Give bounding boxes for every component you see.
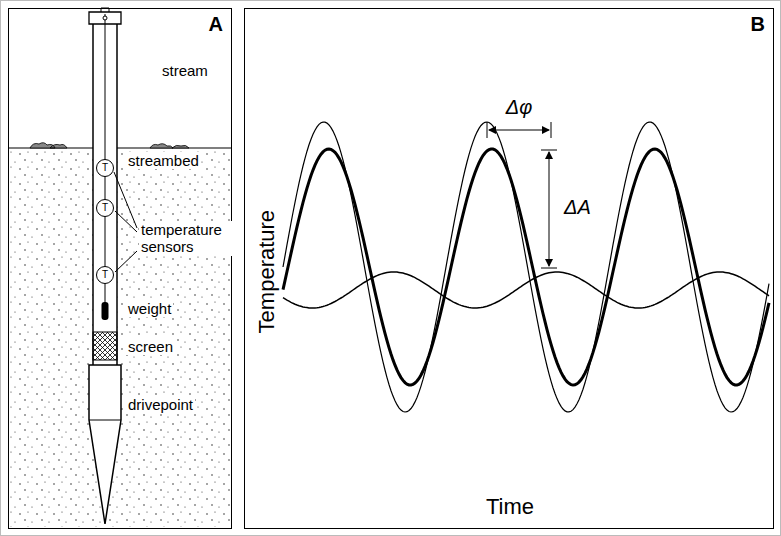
pipe-wall	[116, 20, 118, 365]
drivepoint-edge	[89, 420, 121, 421]
sensor-letter: T	[102, 163, 108, 173]
streambed-label: streambed	[126, 152, 201, 169]
leader-line	[115, 251, 137, 272]
pipe-wall	[92, 20, 94, 365]
streambed-ground	[9, 149, 231, 527]
panel-letter: A	[209, 13, 223, 36]
amplitude-arrow	[549, 152, 550, 266]
drivepoint-symbol	[89, 365, 121, 524]
tick	[541, 268, 557, 269]
thick-wave	[283, 149, 769, 385]
stream-label: stream	[160, 62, 210, 79]
sensor-letter: T	[102, 203, 108, 213]
amplitude-label: ΔA	[562, 196, 593, 219]
cable-hanger	[103, 16, 107, 20]
tick	[541, 150, 557, 151]
damped-wave	[283, 272, 769, 308]
panel-a: A T T T	[8, 8, 232, 529]
sensor-label: temperature sensors	[139, 221, 235, 256]
leader-line	[114, 172, 137, 228]
sensor-letter: T	[102, 270, 108, 280]
leader-line	[115, 211, 137, 232]
thin-wave	[283, 122, 769, 412]
weight-label: weight	[126, 300, 173, 317]
weight-symbol	[102, 302, 109, 320]
temperature-sensor: T	[96, 266, 114, 284]
temperature-sensor: T	[96, 159, 114, 177]
sensor-cable	[105, 14, 106, 302]
phase-label: Δφ	[504, 96, 534, 119]
panel-b: B	[244, 8, 774, 529]
temperature-sensor: T	[96, 199, 114, 217]
tick	[551, 122, 552, 138]
panel-letter: B	[751, 13, 765, 36]
tick	[487, 122, 488, 138]
axis-label: Temperature	[254, 208, 279, 336]
screen-symbol	[93, 332, 117, 360]
screen-label: screen	[126, 338, 175, 355]
drivepoint-label: drivepoint	[126, 396, 195, 413]
axis-label: Time	[484, 494, 536, 519]
phase-arrow	[489, 130, 549, 131]
